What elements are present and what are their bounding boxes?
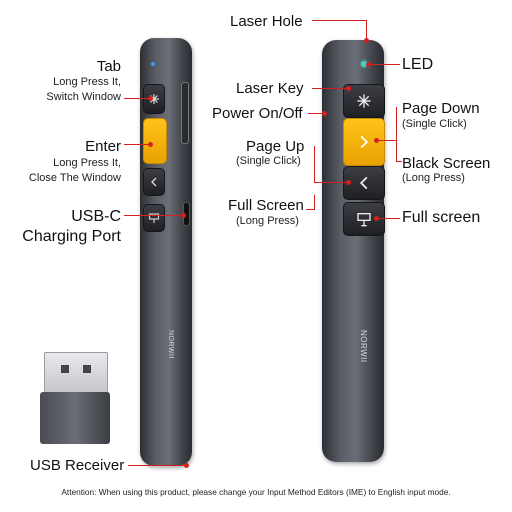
page-down-title: Page Down — [402, 100, 480, 117]
full-screen-left-desc: (Long Press) — [236, 215, 299, 227]
usbc-line-2: Charging Port — [22, 228, 121, 245]
power-leader-dot — [322, 111, 327, 116]
enter-leader — [124, 144, 150, 145]
page-down-dot — [374, 138, 379, 143]
left-power-slider[interactable] — [181, 82, 189, 144]
usb-receiver-label: USB Receiver — [30, 457, 125, 474]
projector-screen-icon — [148, 213, 160, 223]
laser-key-label: Laser Key — [236, 80, 304, 97]
laser-hole-dot — [364, 38, 369, 43]
page-down-leader-h — [376, 140, 396, 141]
page-up-leader-v — [314, 146, 315, 182]
enter-desc-1: Long Press It, — [53, 157, 121, 169]
page-up-dot — [346, 180, 351, 185]
led-leader — [368, 64, 400, 65]
usbc-leader — [124, 215, 184, 216]
left-led-dot — [151, 62, 155, 66]
enter-desc-2: Close The Window — [28, 172, 121, 184]
usb-receiver-leader-dot — [184, 463, 189, 468]
usb-receiver-body — [40, 392, 110, 444]
projector-screen-icon — [357, 213, 371, 227]
black-screen-title: Black Screen — [402, 155, 491, 172]
usb-receiver — [36, 352, 114, 446]
tab-leader-dot — [148, 96, 153, 101]
left-laser-key[interactable] — [143, 84, 165, 114]
full-screen-left-leader-v — [314, 195, 315, 209]
full-screen-left-leader-h — [306, 209, 315, 210]
usb-receiver-leader — [128, 465, 186, 466]
full-screen-right-leader — [376, 218, 400, 219]
page-down-leader-v — [396, 107, 397, 161]
page-down-key[interactable] — [343, 118, 385, 166]
left-full-screen-key[interactable] — [143, 204, 165, 232]
power-leader — [308, 113, 324, 114]
page-up-title: Page Up — [246, 138, 305, 155]
chevron-left-icon — [151, 177, 157, 187]
enter-leader-dot — [148, 142, 153, 147]
laser-hole-leader-h — [312, 20, 366, 21]
page-up-leader-h — [314, 182, 348, 183]
power-label: Power On/Off — [212, 105, 303, 122]
right-led-dot — [361, 61, 367, 67]
usbc-leader-dot — [181, 213, 186, 218]
laser-key-leader — [312, 88, 348, 89]
laser-icon — [357, 94, 371, 108]
black-screen-desc: (Long Press) — [402, 172, 465, 184]
tab-title: Tab — [96, 58, 121, 75]
full-screen-right-label: Full screen — [402, 209, 481, 226]
led-label: LED — [402, 56, 434, 73]
enter-title: Enter — [85, 138, 121, 155]
full-screen-right-dot — [374, 216, 379, 221]
led-leader-dot — [366, 62, 371, 67]
page-down-desc: (Single Click) — [402, 118, 467, 130]
laser-key-leader-dot — [346, 86, 351, 91]
black-screen-leader — [396, 161, 402, 162]
left-page-up-key[interactable] — [143, 168, 165, 196]
full-screen-left-title: Full Screen — [228, 197, 304, 214]
usb-connector — [44, 352, 108, 394]
usbc-line-1: USB-C — [71, 208, 121, 225]
left-page-down-key[interactable] — [143, 118, 167, 164]
chevron-right-icon — [360, 135, 369, 149]
right-brand: NORWII — [359, 330, 368, 363]
laser-hole-leader-v — [366, 20, 367, 40]
page-up-desc: (Single Click) — [236, 155, 301, 167]
tab-desc-1: Long Press It, — [53, 76, 121, 88]
chevron-left-icon — [359, 176, 368, 190]
tab-leader — [124, 98, 150, 99]
left-brand: NORWII — [167, 330, 174, 359]
ime-attention-note: Attention: When using this product, plea… — [61, 487, 451, 497]
tab-desc-2: Switch Window — [46, 91, 121, 103]
laser-hole-label: Laser Hole — [230, 13, 303, 30]
